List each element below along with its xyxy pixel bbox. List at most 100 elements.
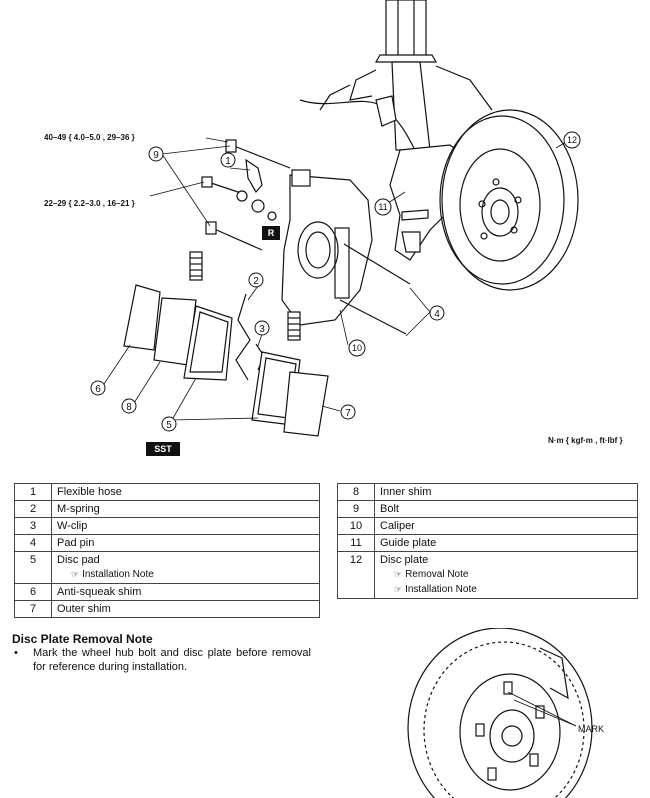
disc-pad-inner (183, 305, 233, 381)
outer-shim (283, 371, 329, 437)
table-row: 11 Guide plate (337, 534, 638, 552)
svg-text:8: 8 (126, 402, 132, 413)
callout-12: 12 (563, 131, 581, 149)
part-cell: Anti-squeak shim (51, 583, 320, 601)
removal-note-text: Mark the wheel hub bolt and disc plate b… (33, 647, 311, 673)
part-number: 5 (14, 551, 52, 584)
part-cell: Disc plate☞Removal Note☞Installation Not… (374, 551, 638, 599)
part-cell: M-spring (51, 500, 320, 518)
part-cell: Inner shim (374, 483, 638, 501)
callout-8: 8 (121, 398, 137, 414)
callout-3: 3 (254, 320, 270, 336)
part-number: 6 (14, 583, 52, 601)
part-cell: Pad pin (51, 534, 320, 552)
table-row: 6 Anti-squeak shim (14, 583, 320, 601)
part-number: 12 (337, 551, 375, 599)
part-name: Disc plate (380, 554, 429, 566)
part-name: Anti-squeak shim (57, 586, 142, 598)
torque-units: N·m { kgf·m , ft·lbf } (548, 436, 623, 445)
part-number: 8 (337, 483, 375, 501)
note-text: Installation Note (405, 584, 477, 595)
callout-2: 2 (248, 272, 264, 288)
torque-spec-lower: 22–29 { 2.2–3.0 , 16–21 } (44, 199, 135, 208)
callout-11: 11 (374, 198, 392, 216)
part-cell: Caliper (374, 517, 638, 535)
m-spring (235, 293, 251, 381)
badge-r: R (262, 226, 280, 240)
spring-right (287, 311, 301, 341)
svg-text:7: 7 (345, 408, 351, 419)
svg-text:4: 4 (434, 309, 440, 320)
part-name: Flexible hose (57, 486, 122, 498)
part-cell: Outer shim (51, 600, 320, 618)
part-cell: Guide plate (374, 534, 638, 552)
svg-text:1: 1 (225, 156, 231, 167)
disc-plate (439, 109, 579, 291)
anti-squeak-shim (123, 284, 161, 351)
part-name: Inner shim (380, 486, 432, 498)
table-row: 1 Flexible hose (14, 483, 320, 501)
part-number: 10 (337, 517, 375, 535)
torque-spec-upper: 40–49 { 4.0–5.0 , 29–36 } (44, 133, 135, 142)
part-number: 7 (14, 600, 52, 618)
part-name: Guide plate (380, 537, 437, 549)
table-row: 2 M-spring (14, 500, 320, 518)
part-name: Disc pad (57, 554, 100, 566)
part-number: 9 (337, 500, 375, 518)
part-cell: Bolt (374, 500, 638, 518)
part-cell: Disc pad☞Installation Note (51, 551, 320, 584)
table-row: 4 Pad pin (14, 534, 320, 552)
part-note: ☞Installation Note (380, 582, 632, 597)
callout-5: 5 (161, 416, 177, 432)
mark-label: MARK (578, 724, 605, 734)
part-number: 4 (14, 534, 52, 552)
svg-text:5: 5 (166, 420, 172, 431)
strut-assembly (319, 0, 493, 151)
svg-text:10: 10 (352, 343, 362, 353)
svg-text:9: 9 (153, 150, 159, 161)
svg-text:6: 6 (95, 384, 101, 395)
callout-7: 7 (340, 404, 356, 420)
callout-10: 10 (348, 339, 366, 357)
removal-note-title: Disc Plate Removal Note (12, 632, 153, 646)
callout-6: 6 (90, 380, 106, 396)
brake-exploded-diagram: 1 2 3 4 5 6 7 8 9 10 11 12 (90, 0, 581, 437)
caliper (281, 174, 373, 326)
note-ref-icon: ☞ (71, 569, 80, 579)
part-number: 11 (337, 534, 375, 552)
table-row: 9 Bolt (337, 500, 638, 518)
part-name: Bolt (380, 503, 399, 515)
part-note: ☞Installation Note (57, 567, 314, 582)
callout-9: 9 (148, 146, 164, 162)
part-name: M-spring (57, 503, 100, 515)
disc-mark-diagram (407, 628, 593, 798)
guide-plate (401, 209, 429, 253)
part-note: ☞Removal Note (380, 567, 632, 582)
part-number: 1 (14, 483, 52, 501)
svg-text:3: 3 (259, 324, 265, 335)
part-name: W-clip (57, 520, 88, 532)
note-text: Installation Note (82, 569, 154, 580)
part-name: Pad pin (57, 537, 95, 549)
callout-4: 4 (429, 305, 445, 321)
note-text: Removal Note (405, 569, 469, 580)
callout-1: 1 (220, 152, 236, 168)
spring-left (189, 251, 203, 281)
note-ref-icon: ☞ (394, 584, 403, 594)
part-number: 3 (14, 517, 52, 535)
part-cell: W-clip (51, 517, 320, 535)
svg-text:11: 11 (378, 202, 387, 212)
table-row: 3 W-clip (14, 517, 320, 535)
removal-note-bullet: • (14, 647, 18, 659)
badge-sst: SST (146, 442, 180, 456)
svg-text:2: 2 (253, 276, 259, 287)
table-row: 8 Inner shim (337, 483, 638, 501)
note-ref-icon: ☞ (394, 569, 403, 579)
part-number: 2 (14, 500, 52, 518)
